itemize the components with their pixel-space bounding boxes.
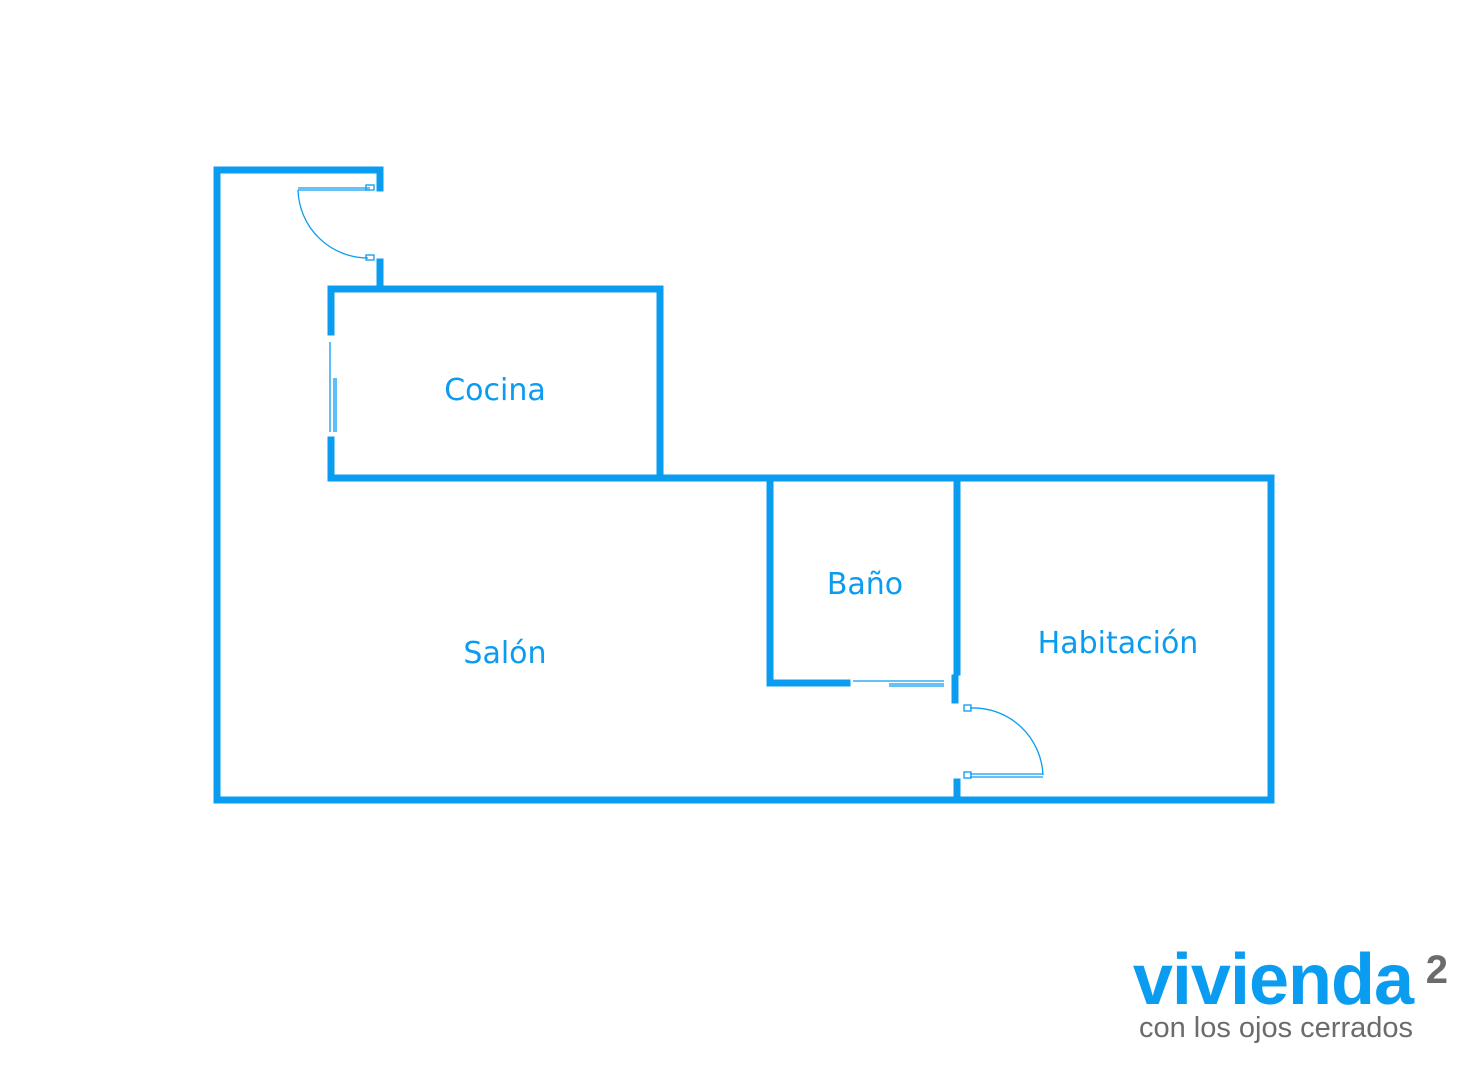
brand-logo: vivienda 2 con los ojos cerrados: [1087, 944, 1448, 1044]
room-label-bano: Baño: [827, 567, 903, 602]
bedroom-door: [963, 704, 1044, 779]
bathroom-walls: [766, 474, 961, 704]
brand-tagline: con los ojos cerrados: [1138, 1012, 1413, 1044]
room-label-habitacion: Habitación: [1038, 626, 1199, 661]
kitchen-sliding-door: [329, 342, 337, 432]
room-label-salon: Salón: [463, 636, 546, 671]
wall-bathroom: [766, 474, 851, 687]
wall-entry-top: [213, 166, 961, 804]
wall-kitchen: [327, 285, 664, 482]
outer-walls: [213, 166, 1275, 804]
wall-bedroom-outer: [953, 474, 1275, 804]
bathroom-sliding-door: [853, 680, 944, 687]
wall-kitchen-lower: [327, 436, 961, 482]
kitchen-walls: [327, 285, 961, 482]
brand-name: vivienda 2: [1133, 944, 1448, 1016]
brand-name-text: vivienda: [1132, 940, 1414, 1020]
room-label-cocina: Cocina: [444, 373, 546, 408]
brand-superscript: 2: [1425, 948, 1448, 992]
entrance-door: [297, 184, 375, 261]
